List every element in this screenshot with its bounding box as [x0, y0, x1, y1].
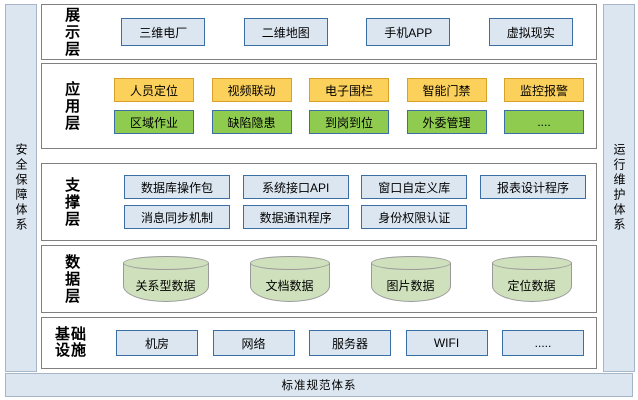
layer-application: 应用层 人员定位 视频联动 电子围栏 智能门禁 监控报警 区域作业 缺陷隐患 到… — [41, 63, 597, 149]
node-infrastructure-3[interactable]: WIFI — [405, 330, 488, 356]
layer-infrastructure: 基础设施 机房 网络 服务器 WIFI ..... — [41, 317, 597, 369]
cylinder-top-ellipse — [249, 256, 330, 270]
node-support-0[interactable]: 数据库操作包 — [124, 175, 230, 199]
node-infrastructure-4[interactable]: ..... — [502, 330, 584, 356]
cylinder-top-ellipse — [370, 256, 451, 270]
layer-presentation: 展示层 三维电厂 二维地图 手机APP 虚拟现实 — [41, 4, 597, 60]
layer-infrastructure-label-cell: 基础设施 — [42, 318, 98, 368]
node-infrastructure-1[interactable]: 网络 — [212, 330, 295, 356]
layer-application-body: 人员定位 视频联动 电子围栏 智能门禁 监控报警 区域作业 缺陷隐患 到岗到位 … — [98, 64, 596, 148]
node-presentation-2[interactable]: 手机APP — [366, 18, 451, 46]
application-row-1: 人员定位 视频联动 电子围栏 智能门禁 监控报警 — [102, 78, 592, 102]
cylinder-data-3[interactable]: 定位数据 — [491, 256, 572, 302]
cylinder-data-0-label: 关系型数据 — [135, 279, 196, 293]
presentation-row-1: 三维电厂 二维地图 手机APP 虚拟现实 — [102, 18, 592, 46]
operation-maintenance-label: 运行维护体系 — [612, 143, 626, 233]
layer-application-label: 应用层 — [63, 80, 81, 132]
layer-support-body: 数据库操作包 系统接口API 窗口自定义库 报表设计程序 消息同步机制 数据通讯… — [98, 164, 596, 240]
layer-presentation-label: 展示层 — [63, 6, 81, 58]
layer-data-body: 关系型数据 文档数据 图片数据 定位数据 — [98, 246, 596, 312]
node-support-2[interactable]: 窗口自定义库 — [361, 175, 468, 199]
cylinder-data-1[interactable]: 文档数据 — [249, 256, 330, 302]
standards-system-label: 标准规范体系 — [281, 380, 357, 392]
node-application-2[interactable]: 电子围栏 — [309, 78, 389, 102]
node-application-4[interactable]: 监控报警 — [504, 78, 584, 102]
node-application-7[interactable]: 到岗到位 — [309, 110, 389, 134]
node-application-1[interactable]: 视频联动 — [211, 78, 292, 102]
node-presentation-0[interactable]: 三维电厂 — [121, 18, 206, 46]
node-application-9[interactable]: .... — [504, 110, 584, 134]
data-row-1: 关系型数据 文档数据 图片数据 定位数据 — [102, 256, 592, 302]
security-assurance-label: 安全保障体系 — [14, 143, 28, 233]
cylinder-top-ellipse — [122, 256, 209, 270]
node-application-8[interactable]: 外委管理 — [406, 110, 487, 134]
node-support-empty-slot — [480, 205, 586, 229]
node-support-3[interactable]: 报表设计程序 — [479, 175, 586, 199]
node-support-5[interactable]: 数据通讯程序 — [242, 205, 349, 229]
node-support-1[interactable]: 系统接口API — [242, 175, 349, 199]
node-application-3[interactable]: 智能门禁 — [406, 78, 487, 102]
layer-support: 支撑层 数据库操作包 系统接口API 窗口自定义库 报表设计程序 消息同步机制 … — [41, 163, 597, 241]
layer-infrastructure-body: 机房 网络 服务器 WIFI ..... — [98, 318, 596, 368]
cylinder-data-3-label: 定位数据 — [507, 279, 556, 293]
node-presentation-1[interactable]: 二维地图 — [243, 18, 328, 46]
support-row-1: 数据库操作包 系统接口API 窗口自定义库 报表设计程序 — [102, 175, 592, 199]
cylinder-data-2[interactable]: 图片数据 — [370, 256, 451, 302]
support-row-2: 消息同步机制 数据通讯程序 身份权限认证 — [102, 205, 592, 229]
node-presentation-3[interactable]: 虚拟现实 — [488, 18, 573, 46]
node-application-5[interactable]: 区域作业 — [114, 110, 194, 134]
cylinder-data-0[interactable]: 关系型数据 — [122, 256, 209, 302]
layer-presentation-body: 三维电厂 二维地图 手机APP 虚拟现实 — [98, 5, 596, 59]
node-support-4[interactable]: 消息同步机制 — [124, 205, 230, 229]
security-assurance-sidebar: 安全保障体系 — [5, 4, 37, 372]
layer-support-label-cell: 支撑层 — [42, 164, 98, 240]
operation-maintenance-sidebar: 运行维护体系 — [603, 4, 635, 372]
node-application-6[interactable]: 缺陷隐患 — [211, 110, 292, 134]
layer-infrastructure-label: 基础设施 — [54, 325, 87, 359]
layer-data-label: 数据层 — [63, 253, 81, 305]
node-application-0[interactable]: 人员定位 — [114, 78, 194, 102]
cylinder-data-2-label: 图片数据 — [386, 279, 435, 293]
node-support-6[interactable]: 身份权限认证 — [361, 205, 468, 229]
layer-support-label: 支撑层 — [63, 176, 81, 228]
infrastructure-row-1: 机房 网络 服务器 WIFI ..... — [102, 330, 592, 356]
layer-data: 数据层 关系型数据 文档数据 图片数据 — [41, 245, 597, 313]
layer-application-label-cell: 应用层 — [42, 64, 98, 148]
application-row-2: 区域作业 缺陷隐患 到岗到位 外委管理 .... — [102, 110, 592, 134]
node-infrastructure-0[interactable]: 机房 — [116, 330, 198, 356]
cylinder-top-ellipse — [491, 256, 572, 270]
standards-system-band: 标准规范体系 — [5, 373, 633, 397]
layer-presentation-label-cell: 展示层 — [42, 5, 98, 59]
node-infrastructure-2[interactable]: 服务器 — [309, 330, 391, 356]
cylinder-data-1-label: 文档数据 — [265, 279, 314, 293]
layer-data-label-cell: 数据层 — [42, 246, 98, 312]
